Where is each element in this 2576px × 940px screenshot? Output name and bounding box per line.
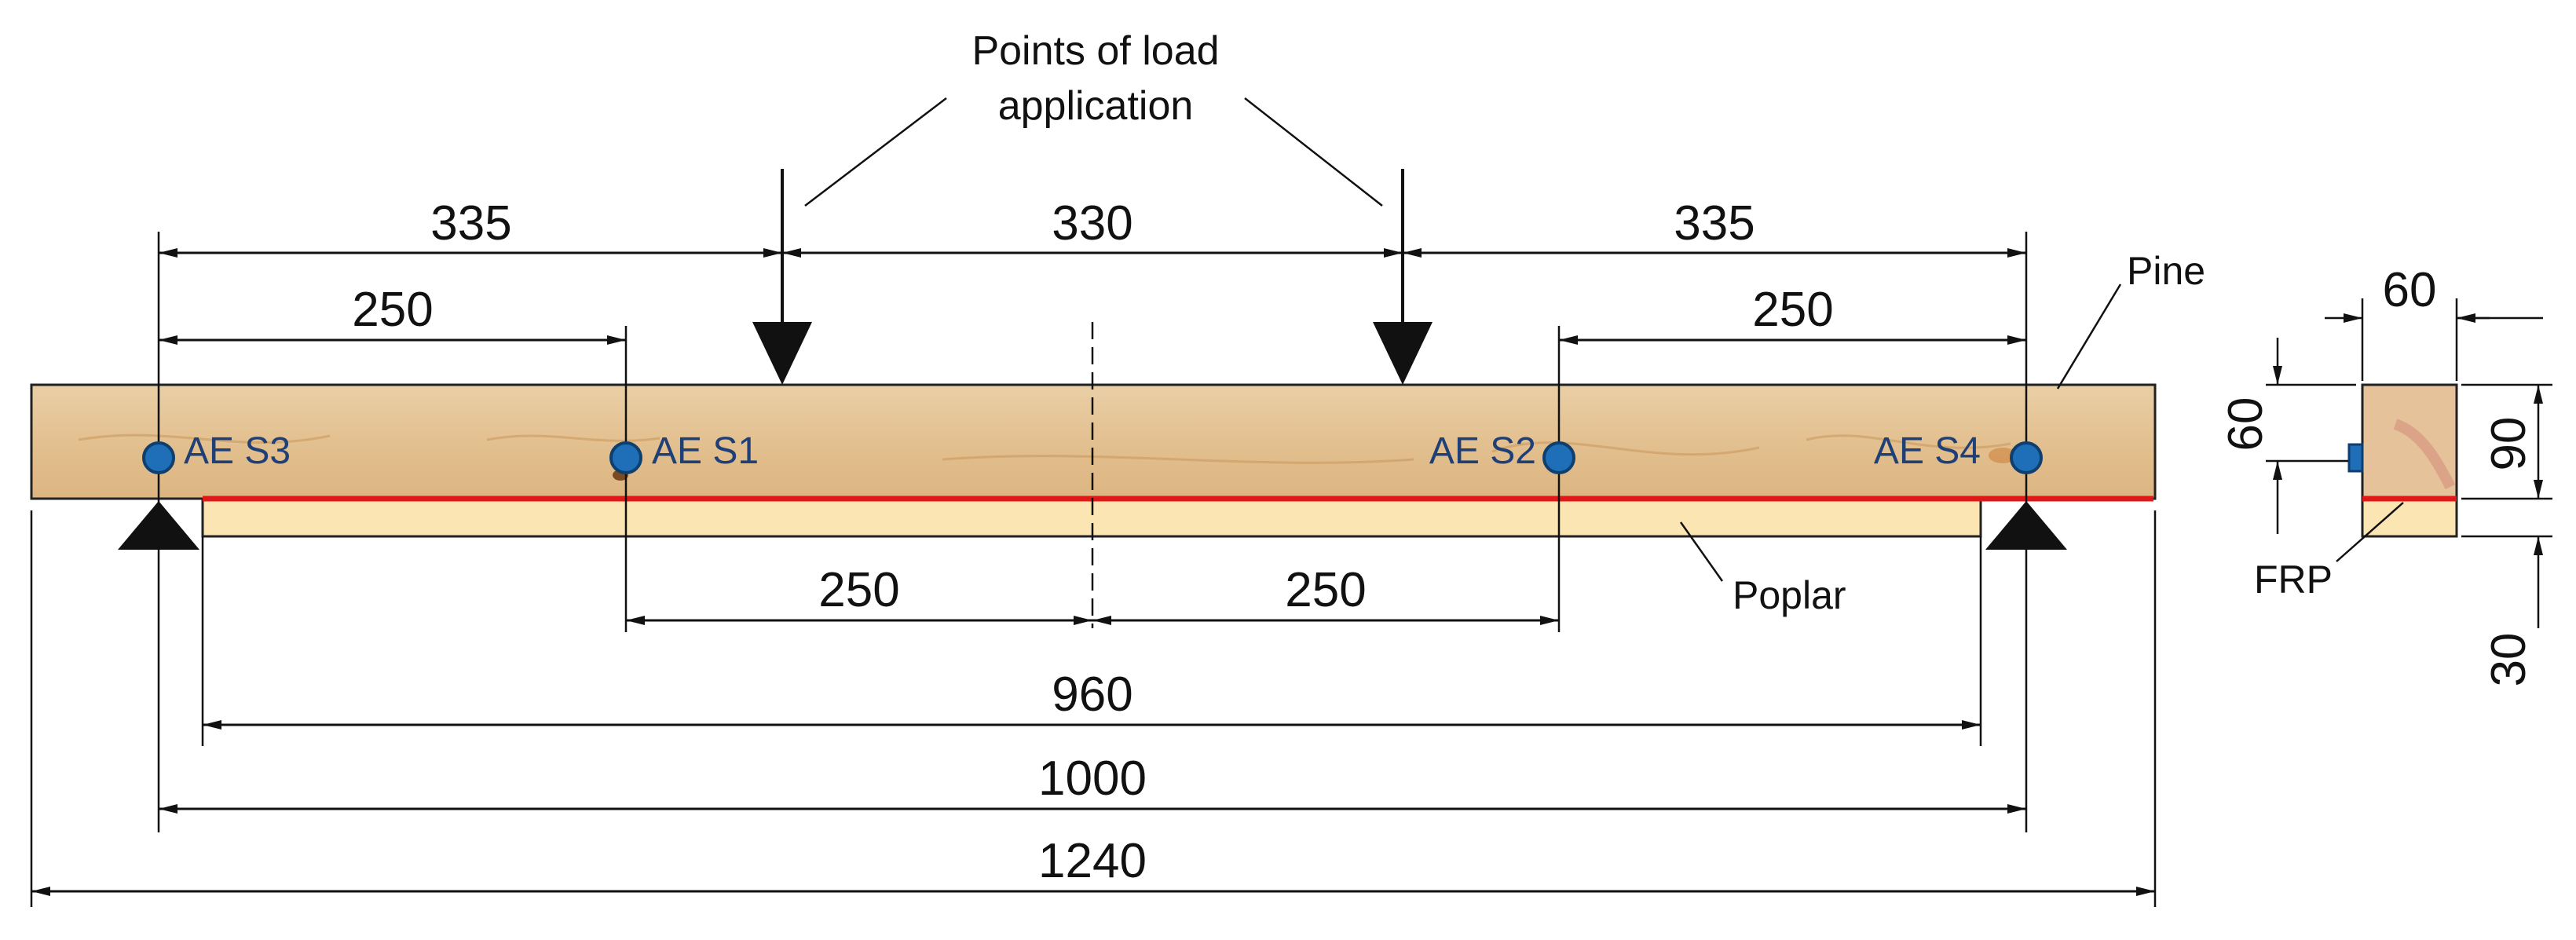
section-grain: [2393, 419, 2456, 490]
section-total-height-label: 90: [2482, 417, 2536, 471]
pine-leader: [2056, 283, 2122, 390]
sensor-s2-label: AE S2: [1429, 430, 1536, 472]
wood-grain: [78, 433, 2011, 464]
dim-bottom-right-250: 250: [1285, 563, 1366, 617]
load-title-line2: application: [998, 83, 1194, 129]
poplar-label: Poplar: [1733, 573, 1846, 617]
cross-section: 60 60 90 30 FRP: [2219, 263, 2552, 686]
load-arrow-right: [1373, 169, 1433, 385]
sensor-s1: AE S1: [609, 430, 759, 474]
frp-label: FRP: [2254, 558, 2333, 602]
section-dimension-lines: [2266, 298, 2552, 628]
frp-leader: [2336, 502, 2404, 562]
dim-left-250: 250: [352, 283, 433, 337]
load-title-line1: Points of load: [971, 28, 1219, 74]
dim-span-1240: 1240: [1038, 834, 1147, 888]
dim-span-1000: 1000: [1038, 752, 1147, 806]
sensor-s2: AE S2: [1429, 430, 1575, 474]
section-width-label: 60: [2383, 263, 2437, 317]
section-poplar-height-label: 30: [2482, 633, 2536, 687]
dim-top-mid: 330: [1052, 196, 1132, 251]
dimension-lines: [31, 248, 2155, 896]
dim-right-250: 250: [1752, 283, 1833, 337]
load-arrow-left: [752, 169, 812, 385]
sensor-s3-label: AE S3: [184, 430, 291, 472]
knot: [1989, 448, 2017, 463]
sensor-s3: AE S3: [142, 430, 291, 474]
leader-left: [804, 97, 947, 207]
leader-right: [1244, 97, 1383, 207]
section-sensor: [2347, 443, 2364, 473]
poplar-leader: [1679, 521, 1724, 582]
dim-span-960: 960: [1052, 668, 1132, 722]
dim-bottom-left-250: 250: [818, 563, 899, 617]
sensor-s1-label: AE S1: [652, 430, 759, 472]
sensor-s4: AE S4: [1874, 430, 2043, 474]
dim-top-left: 335: [430, 196, 511, 251]
pine-label: Pine: [2127, 249, 2205, 293]
extension-lines: [30, 232, 2157, 907]
dim-top-right: 335: [1674, 196, 1755, 251]
sensor-s4-label: AE S4: [1874, 430, 1981, 472]
section-poplar: [2361, 497, 2458, 538]
section-pine-height-label: 60: [2219, 397, 2273, 452]
